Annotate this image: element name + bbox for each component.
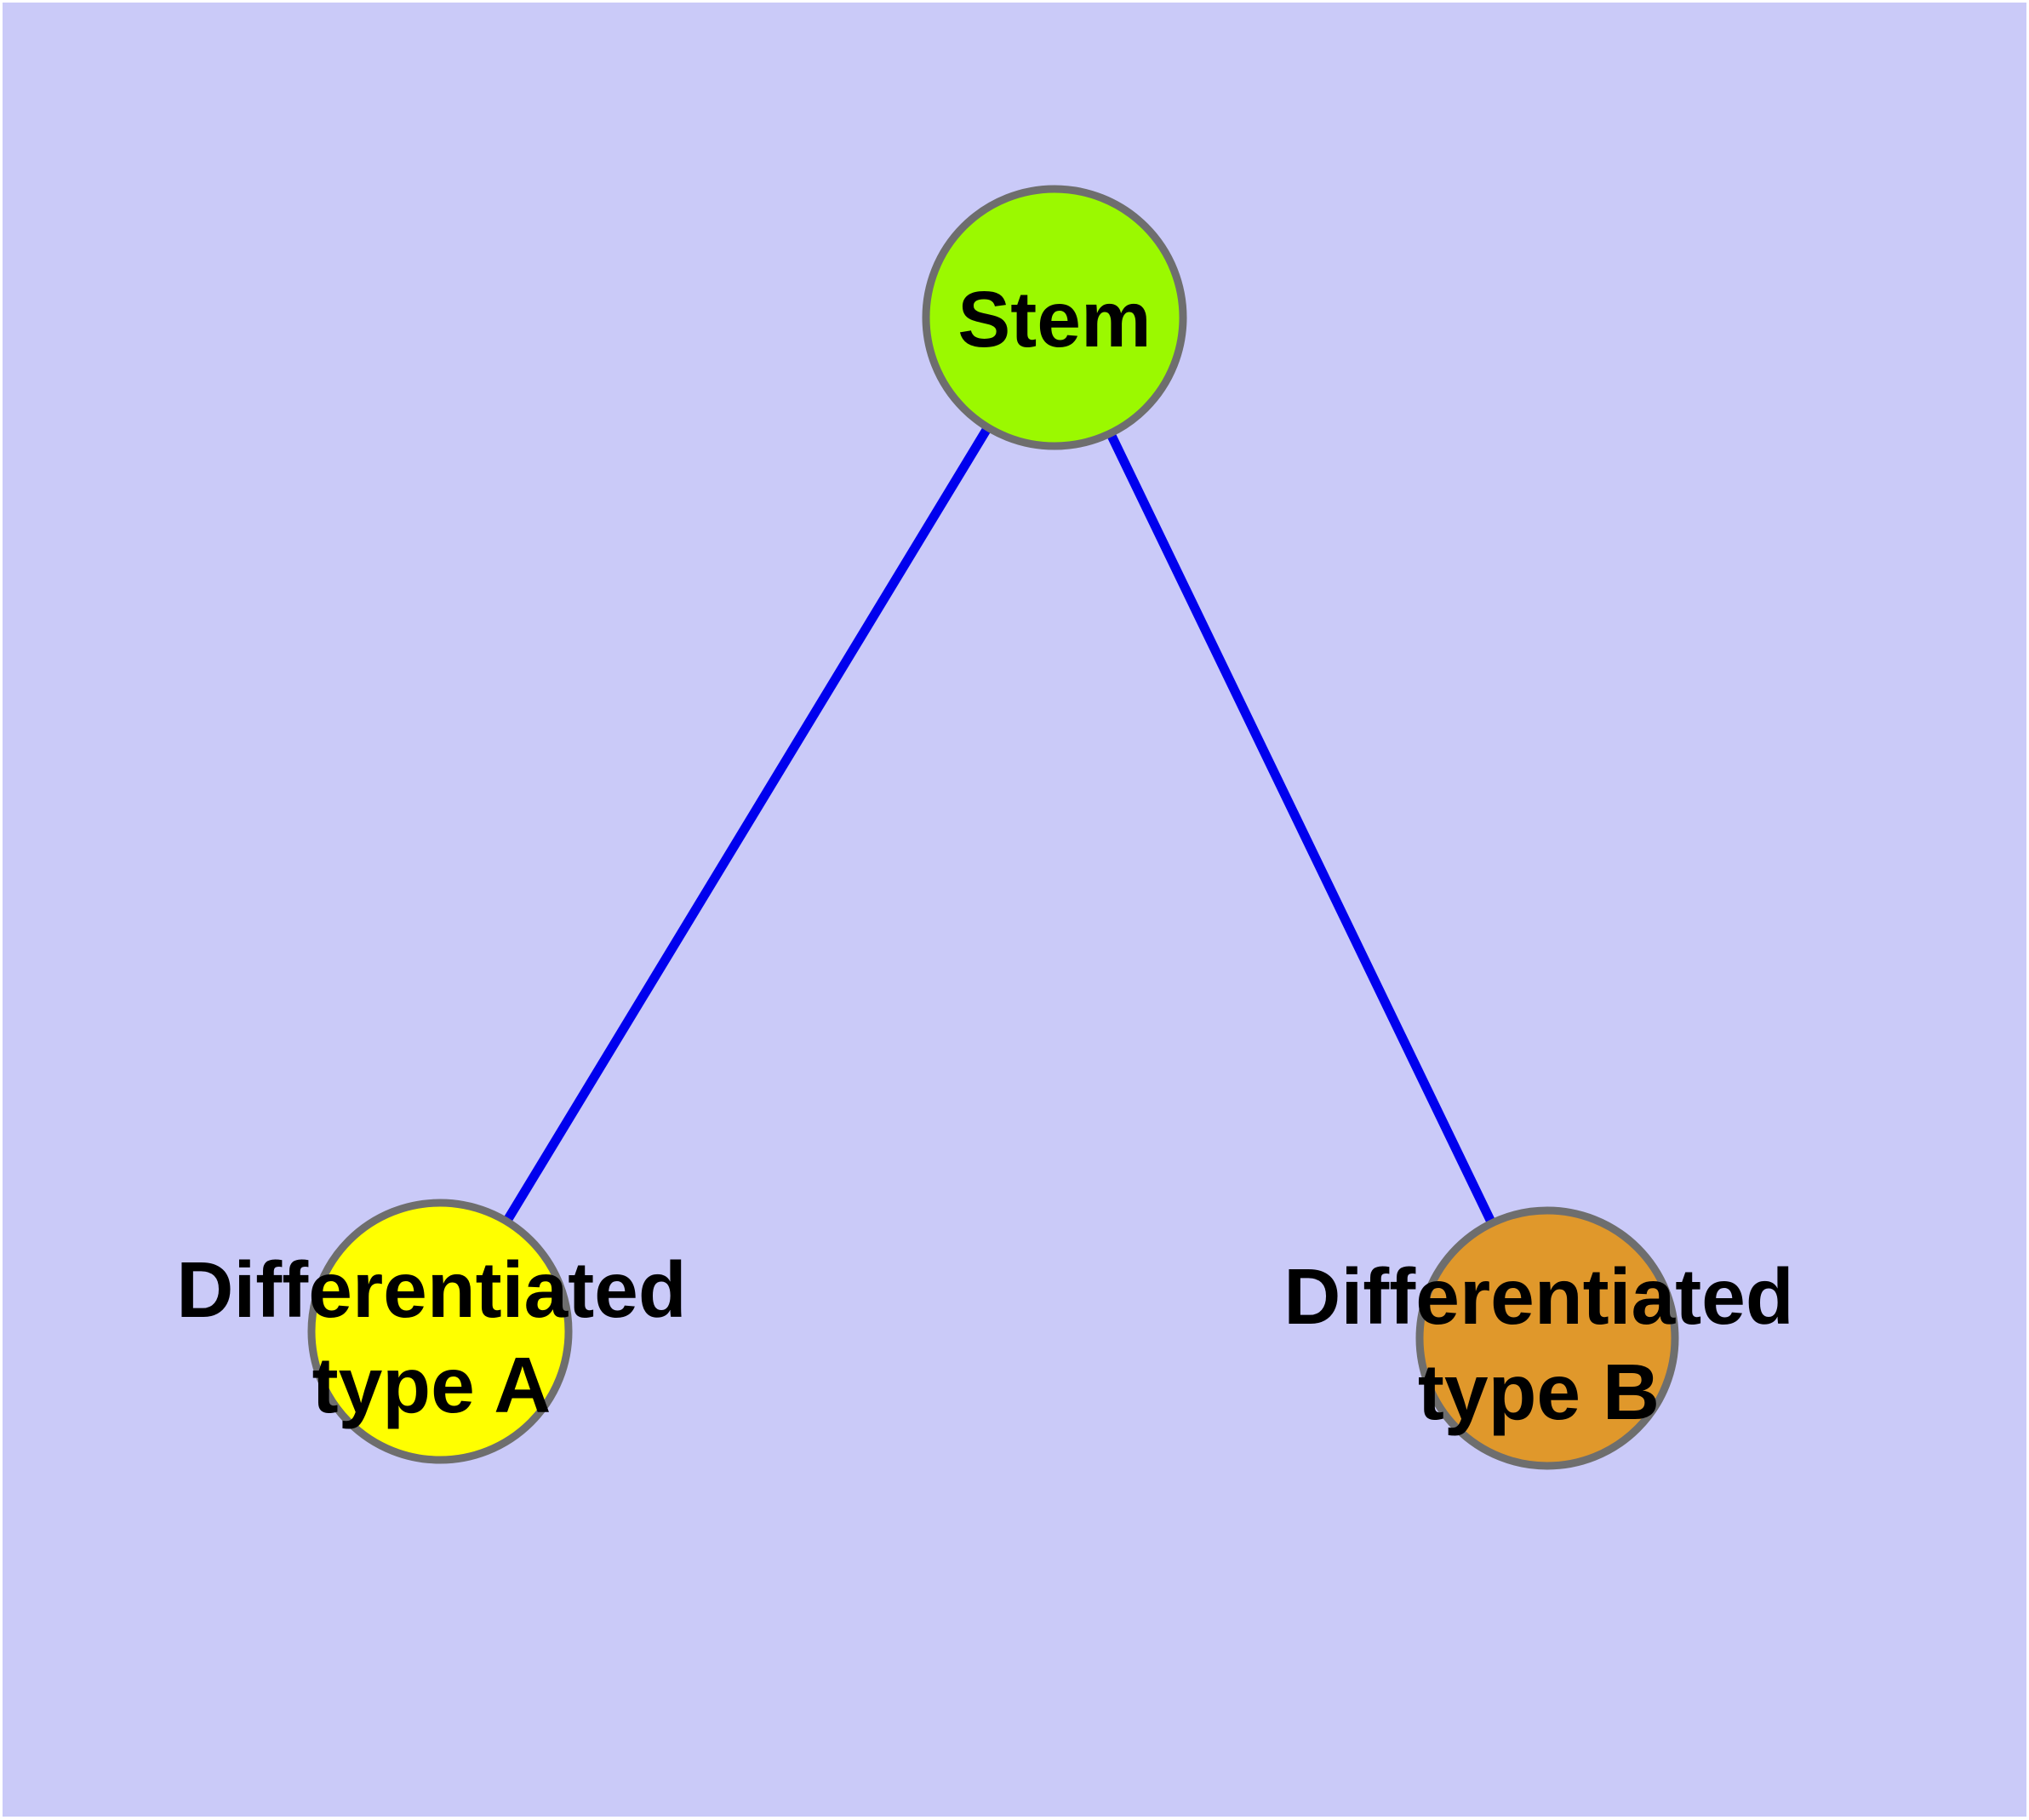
node-differentiated-type-a-circle <box>307 1199 573 1464</box>
node-differentiated-type-b: Differentiated type B <box>1283 1206 1794 1470</box>
node-stem-label: Stem <box>957 275 1151 363</box>
edge-stem-to-type-a <box>436 315 1059 1334</box>
node-stem: Stem <box>922 185 1187 450</box>
edge-stem-to-type-b <box>1050 315 1552 1341</box>
node-differentiated-type-b-label-line2: type B <box>1418 1348 1660 1436</box>
node-differentiated-type-b-label-line1: Differentiated <box>1283 1252 1793 1341</box>
node-stem-circle <box>922 185 1187 450</box>
edge-group <box>436 315 1552 1341</box>
node-differentiated-type-a: Differentiated type A <box>176 1199 687 1464</box>
node-differentiated-type-a-label-line1: Differentiated <box>176 1245 686 1334</box>
node-differentiated-type-a-label-line2: type A <box>312 1341 552 1429</box>
node-differentiated-type-b-circle <box>1415 1206 1679 1470</box>
